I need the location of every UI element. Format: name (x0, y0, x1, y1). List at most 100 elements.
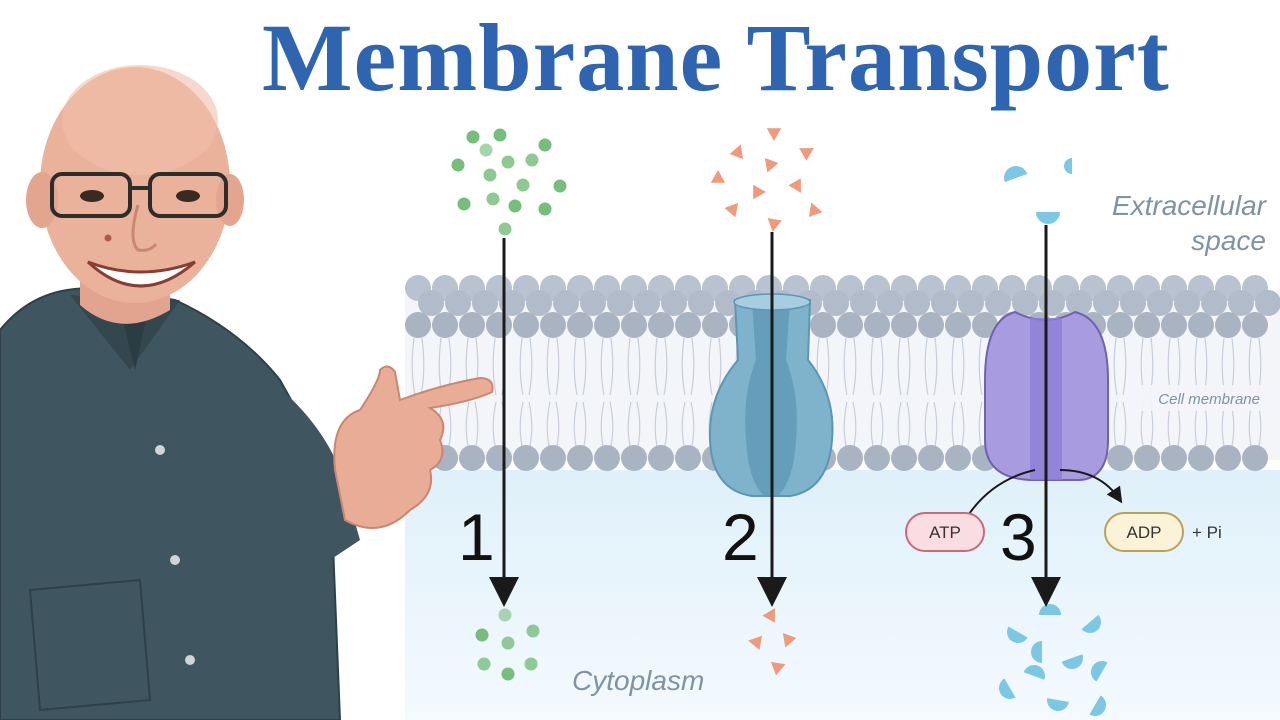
lipid-head (1066, 290, 1092, 316)
lipid-head (634, 290, 660, 316)
green-molecule (501, 667, 515, 681)
orange-molecules-outside (710, 128, 823, 232)
pointing-hand-icon (333, 365, 494, 529)
lipid-head (405, 312, 431, 338)
lipid-head (513, 445, 539, 471)
cell-membrane-label: Cell membrane (1158, 391, 1260, 408)
lipid-head (891, 445, 917, 471)
lipid-head (945, 312, 971, 338)
lipid-head (1039, 290, 1065, 316)
lipid-head (486, 312, 512, 338)
pathway-number-3: 3 (1000, 500, 1037, 574)
lipid-tail (951, 401, 965, 447)
lipid-tail (951, 337, 965, 396)
orange-molecules-inside (748, 608, 797, 676)
lipid-tail (654, 401, 668, 447)
presenter-person (0, 65, 494, 720)
lipid-tail (870, 337, 884, 396)
lipid-head (648, 312, 674, 338)
lipid-tail (411, 337, 425, 396)
orange-molecule (753, 184, 766, 200)
lipid-tail (654, 337, 668, 396)
lipid-tail (546, 337, 560, 396)
lipid-head (567, 312, 593, 338)
orange-molecule (724, 202, 739, 218)
lipid-head (1120, 290, 1146, 316)
atp-pill: ATP (905, 512, 985, 552)
shirt-button (155, 445, 165, 455)
green-molecule (479, 143, 493, 157)
orange-molecule (808, 202, 823, 217)
lipid-head (445, 290, 471, 316)
lipid-head (1242, 445, 1268, 471)
lipid-head (1215, 312, 1241, 338)
lipid-head (432, 312, 458, 338)
lipid-head (1255, 290, 1280, 316)
lipid-head (621, 312, 647, 338)
lipid-head (540, 445, 566, 471)
lipid-head (891, 312, 917, 338)
atp-label: ATP (929, 523, 961, 542)
lipid-tail (600, 337, 614, 396)
lipid-head (1161, 312, 1187, 338)
lipid-tail (465, 401, 479, 447)
blue-molecule (1089, 695, 1106, 716)
orange-molecule (729, 144, 744, 159)
green-molecule (508, 199, 522, 213)
lipid-head (1188, 312, 1214, 338)
lipid-head (810, 312, 836, 338)
glasses-icon (50, 172, 228, 218)
green-molecule (486, 192, 500, 206)
blue-molecule (1091, 661, 1108, 682)
lipid-heads-outer-row2 (405, 290, 1280, 338)
lipid-head (864, 445, 890, 471)
lipid-head (985, 290, 1011, 316)
lipid-head (675, 312, 701, 338)
shirt-button (185, 655, 195, 665)
orange-molecule (767, 218, 782, 232)
lipid-tail (1113, 337, 1127, 396)
lipid-head (553, 290, 579, 316)
pathway-number-2: 2 (722, 500, 759, 574)
green-molecules-inside (475, 608, 540, 681)
pathway-number-1: 1 (458, 500, 495, 574)
lipid-head (850, 290, 876, 316)
orange-molecule (799, 148, 814, 161)
blue-molecules-outside (1004, 158, 1072, 224)
green-molecule (483, 168, 497, 182)
adp-curve (1059, 469, 1123, 504)
lipid-head (594, 445, 620, 471)
lipid-head (1174, 290, 1200, 316)
lipid-head (661, 290, 687, 316)
lipid-head (459, 312, 485, 338)
orange-molecule (710, 170, 726, 183)
lipid-head (837, 312, 863, 338)
green-molecule (501, 155, 515, 169)
lipid-tail (627, 337, 641, 396)
green-molecule (498, 222, 512, 236)
lipid-tail (843, 401, 857, 447)
blue-molecule (1064, 158, 1072, 174)
blue-molecule (1023, 665, 1045, 680)
green-molecule (466, 130, 480, 144)
blue-molecule (1047, 698, 1069, 711)
lipid-head (945, 445, 971, 471)
adp-label: ADP (1127, 523, 1162, 542)
green-molecule (553, 179, 567, 193)
lipid-head (823, 290, 849, 316)
lipid-head (1215, 445, 1241, 471)
lipid-head (1201, 290, 1227, 316)
green-molecule (538, 202, 552, 216)
blue-molecules-inside (999, 604, 1108, 716)
orange-molecule (782, 633, 797, 648)
lipid-head (837, 445, 863, 471)
green-molecule (498, 608, 512, 622)
lipid-tail (843, 337, 857, 396)
lipid-head (1107, 312, 1133, 338)
lipid-head (918, 445, 944, 471)
blue-molecule (1004, 166, 1028, 183)
lipid-head (702, 312, 728, 338)
lipid-head (459, 445, 485, 471)
orange-molecule (748, 635, 762, 650)
lipid-head (567, 445, 593, 471)
